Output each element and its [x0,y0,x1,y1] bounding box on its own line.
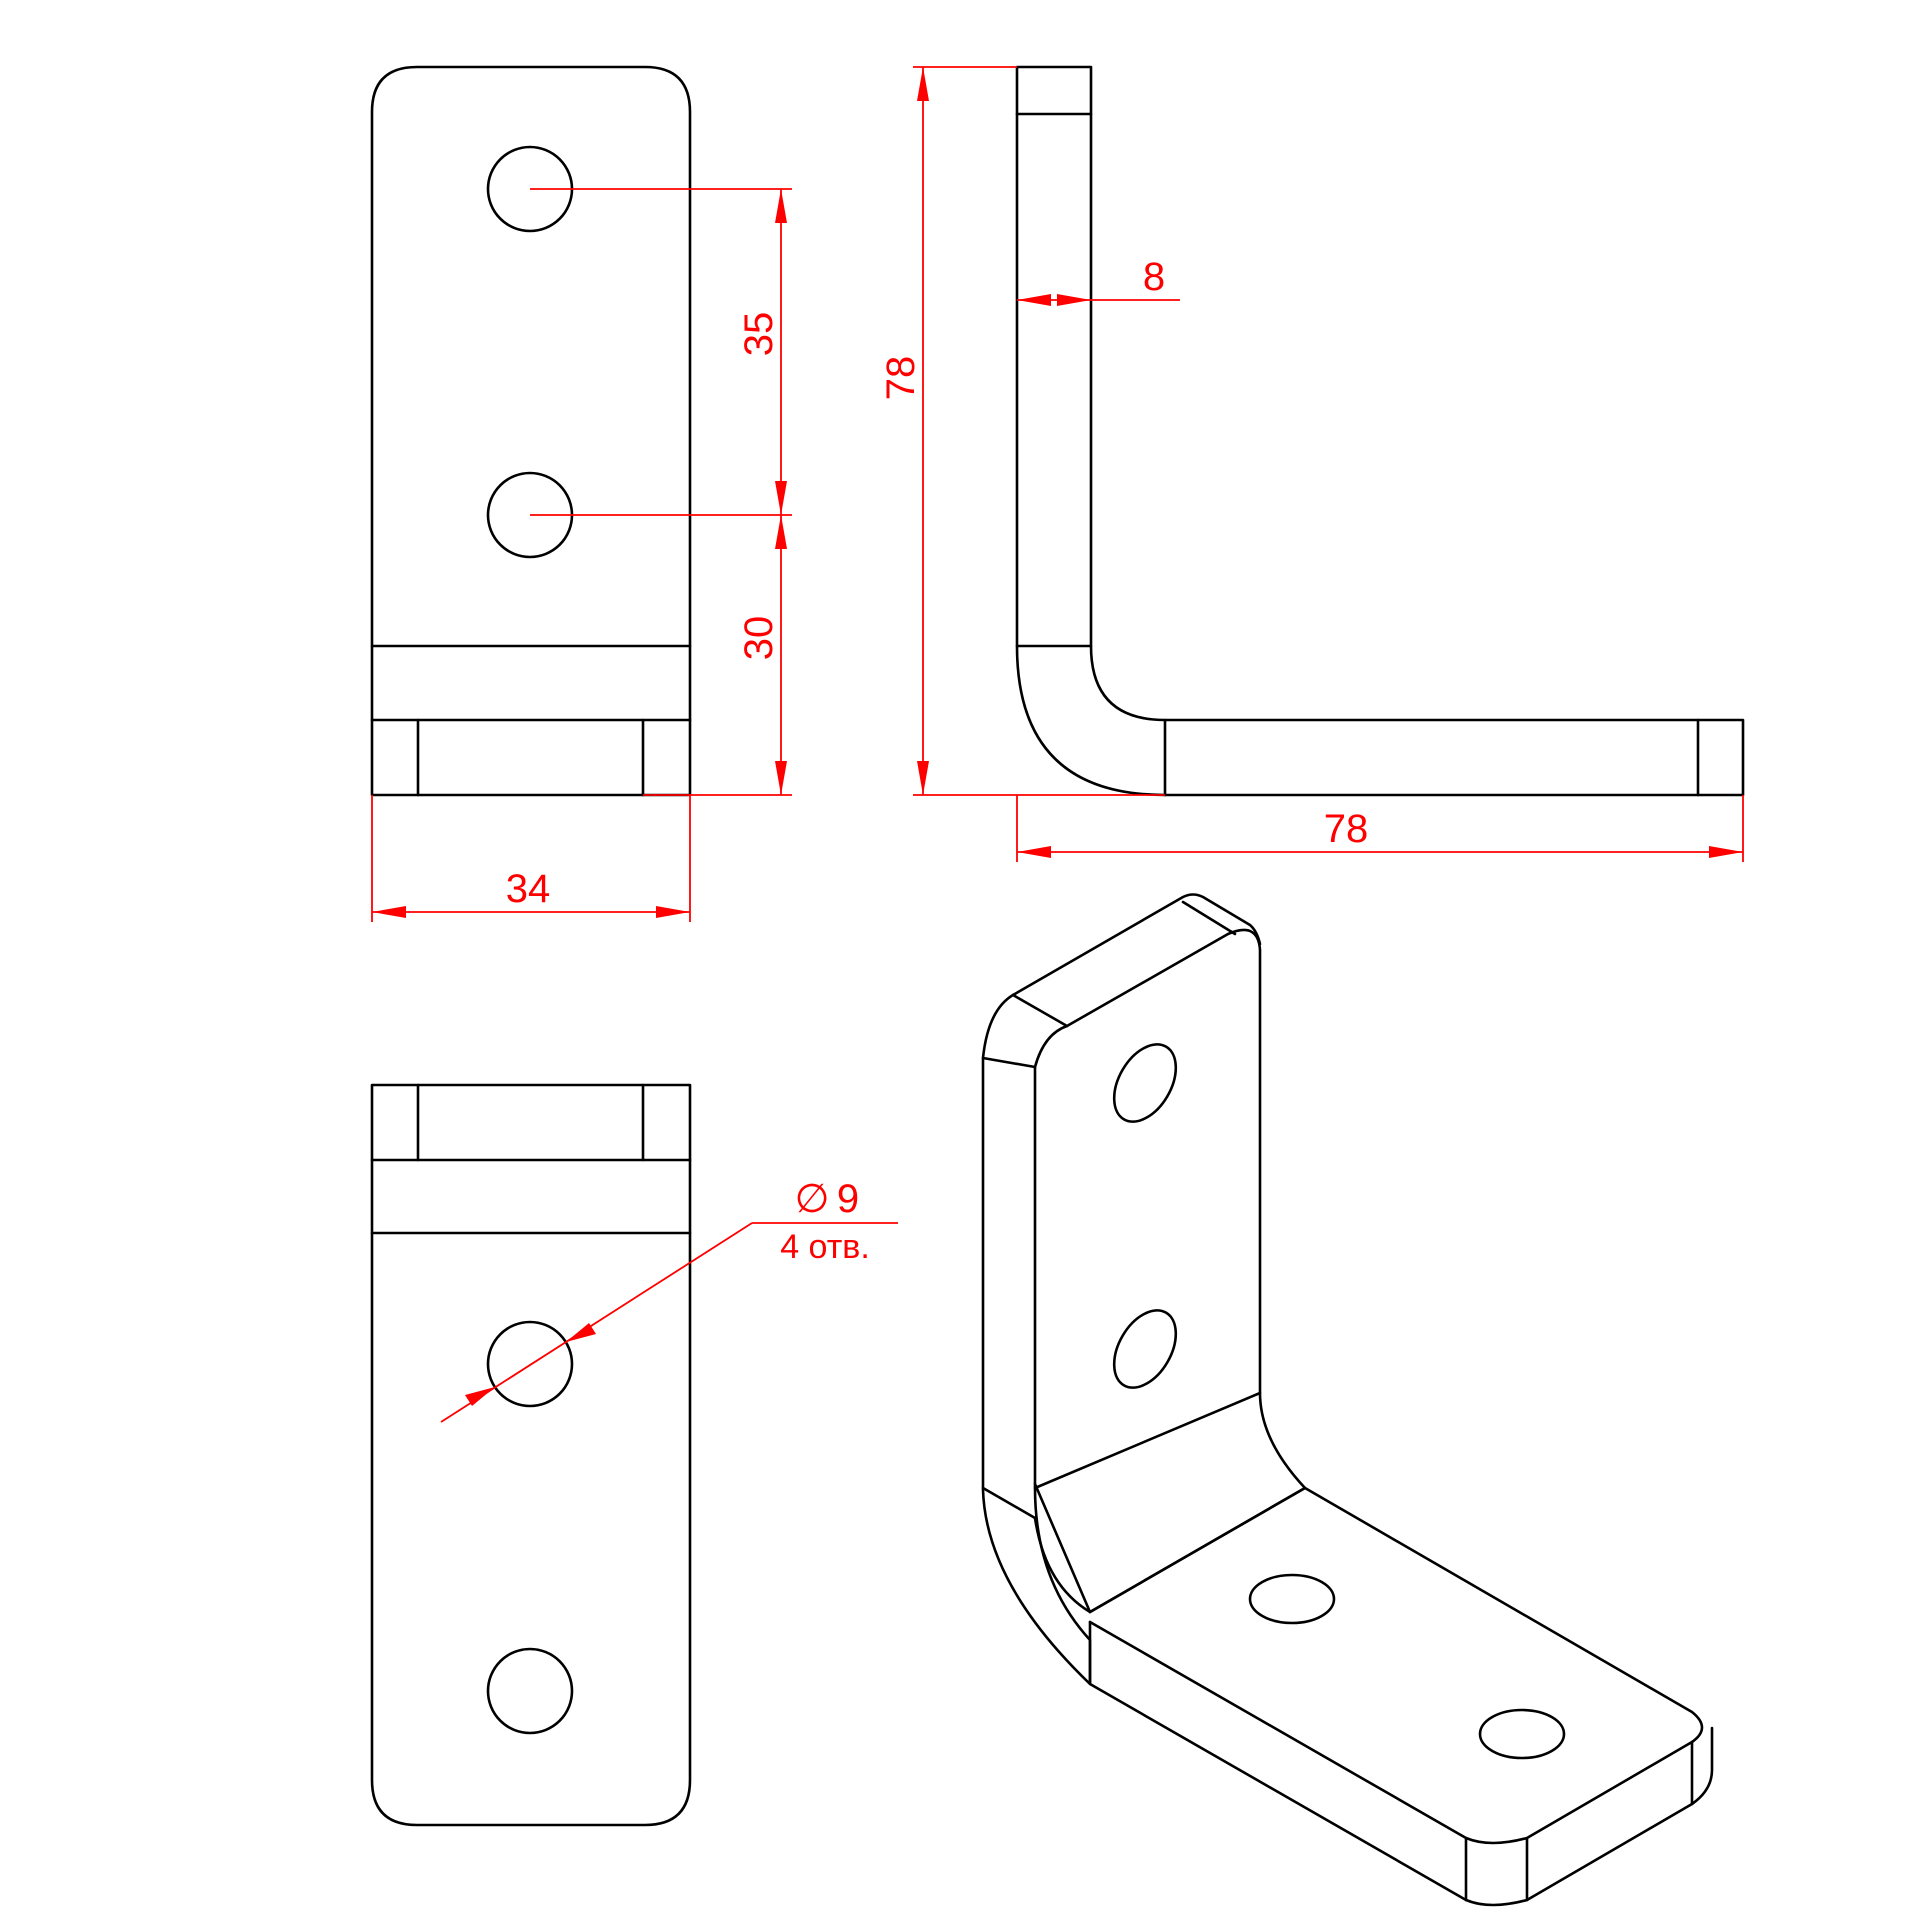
dimension-8-label: 8 [1143,255,1165,299]
isometric-view [981,893,1714,1907]
hole-diameter-label: 9 [837,1177,859,1221]
hole-diameter-symbol: ∅ [795,1177,830,1221]
dimension-78-vertical-label: 78 [879,356,923,401]
iso-bend-curve [1033,1516,1092,1614]
hole-count-label: 4 отв. [780,1228,870,1266]
iso-top-cap-edge-right [1181,900,1237,936]
plan-hole-lower [486,1647,574,1735]
arrow-35-bottom [775,481,787,515]
arrow-30-bottom [775,761,787,795]
side-view-outline [1015,65,1745,797]
front-view [370,65,692,797]
arrow-34-right [656,906,690,918]
side-view-dimensions: 78 8 78 [879,66,1744,862]
dimension-35-label: 35 [737,312,781,357]
hole-callout: ∅ 9 4 отв. [440,1177,898,1423]
arrow-78v-top [917,67,929,101]
iso-hole-vertical-lower [1112,1309,1178,1389]
leader-line [440,1222,753,1423]
plan-view [370,1083,692,1827]
arrow-8-right [1057,294,1091,306]
plan-hole-upper [486,1320,574,1408]
iso-vertical-bottom-edge [1033,1391,1262,1490]
iso-vertical-top-rounding [981,993,1069,1069]
iso-vertical-front-face [1033,928,1307,1614]
iso-hole-horizontal-far [1478,1708,1566,1760]
iso-vertical-top-cap [1011,893,1262,997]
arrow-35-top [775,189,787,223]
dimension-78-horizontal-label: 78 [1324,807,1369,851]
arrow-78h-right [1709,846,1743,858]
iso-hole-horizontal-near [1248,1573,1336,1625]
iso-vertical-bend-edge [981,1486,1037,1520]
iso-vertical-left-face [981,1056,1092,1686]
iso-horizontal-top-face [1088,1486,1704,1845]
leader-arrow-upper [566,1323,596,1342]
dimension-34-label: 34 [506,867,551,911]
iso-horizontal-side-face [1088,1620,1714,1907]
front-view-outline [370,65,692,797]
arrow-78h-left [1017,846,1051,858]
arrow-8-left [1017,294,1051,306]
plan-view-outline [370,1083,692,1827]
arrow-30-top [775,515,787,549]
arrow-78v-bottom [917,761,929,795]
iso-hole-vertical-upper [1112,1043,1178,1123]
side-view [1015,65,1745,797]
leader-arrow-lower [465,1387,495,1406]
front-view-dimensions: 35 30 34 [371,188,792,922]
dimension-30-label: 30 [737,616,781,661]
arrow-34-left [372,906,406,918]
iso-top-cap-edge-left [1011,993,1069,1028]
